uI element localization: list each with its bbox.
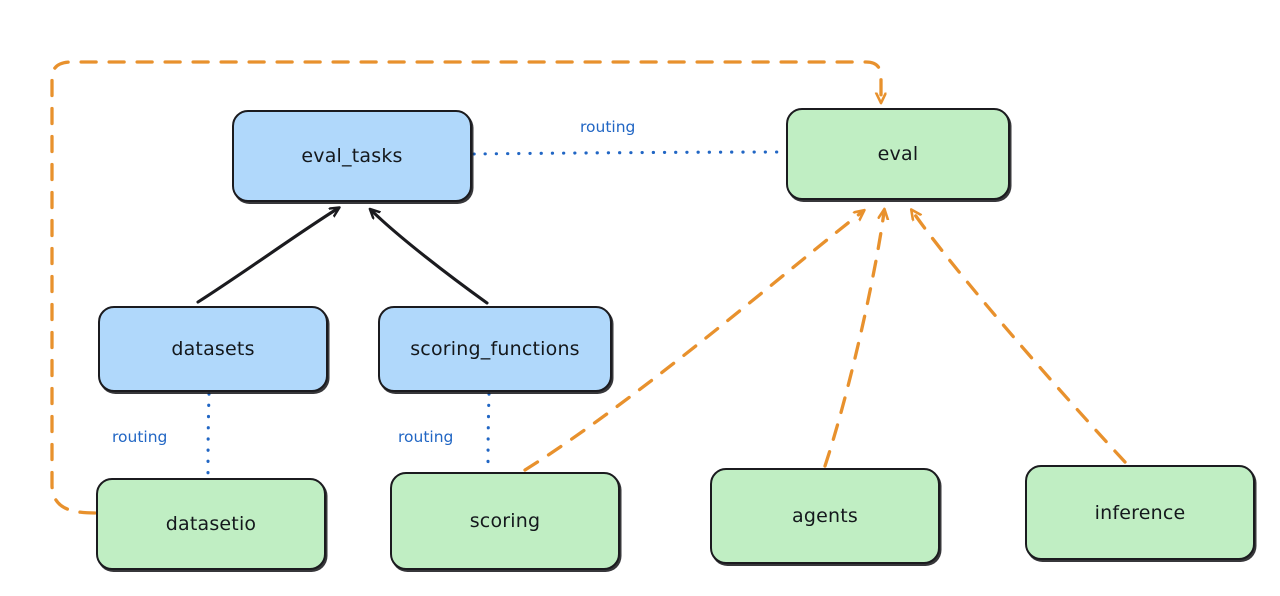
node-eval[interactable]: eval: [786, 108, 1010, 200]
node-eval-tasks[interactable]: eval_tasks: [232, 110, 472, 202]
node-datasets[interactable]: datasets: [98, 306, 328, 392]
node-label: agents: [792, 505, 858, 527]
node-label: datasets: [171, 338, 255, 360]
node-label: scoring: [469, 510, 541, 532]
node-label: inference: [1094, 501, 1186, 524]
node-label: eval: [877, 143, 919, 165]
edge-label-routing-eval-tasks: routing: [580, 118, 636, 136]
edge-label-routing-scoring-functions: routing: [398, 428, 454, 446]
node-scoring-functions[interactable]: scoring_functions: [378, 306, 612, 392]
node-label: eval_tasks: [301, 145, 403, 167]
node-agents[interactable]: agents: [710, 468, 940, 564]
node-inference[interactable]: inference: [1025, 465, 1255, 560]
node-datasetio[interactable]: datasetio: [96, 478, 326, 570]
edge-datasets-to-eval-tasks: [196, 209, 337, 304]
edge-scoring-functions-to-scoring: [486, 392, 491, 472]
node-label: scoring_functions: [410, 338, 580, 360]
node-label: datasetio: [165, 513, 257, 535]
edge-datasets-to-datasetio: [206, 392, 211, 478]
edge-label-routing-datasets: routing: [112, 428, 168, 446]
edge-inference-to-eval: [913, 212, 1127, 464]
edge-agents-to-eval: [823, 212, 884, 468]
edge-eval-tasks-to-eval: [472, 150, 786, 156]
edge-scoring-functions-to-eval-tasks: [372, 211, 489, 305]
node-scoring[interactable]: scoring: [390, 472, 620, 570]
